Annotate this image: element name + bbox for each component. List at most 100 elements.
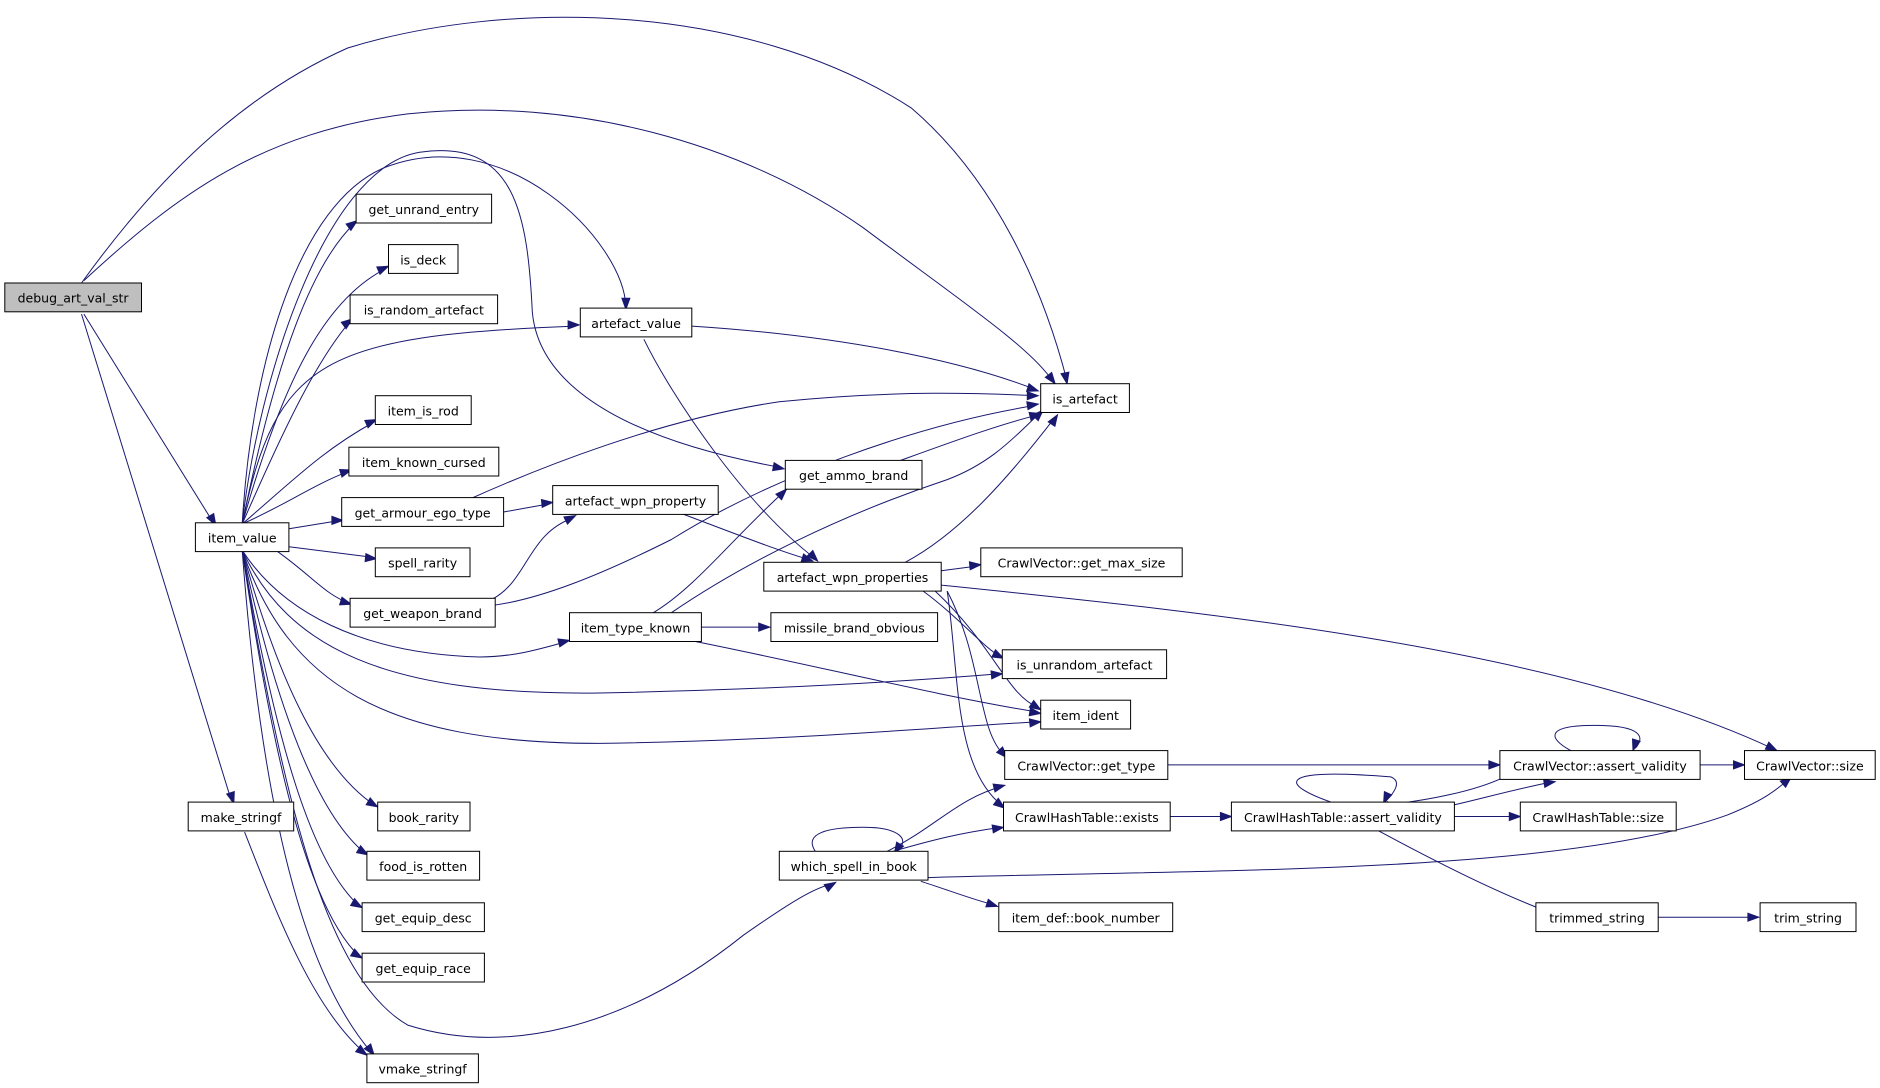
arrowhead-icon [205, 512, 217, 527]
node-cv-size[interactable]: CrawlVector::size [1744, 750, 1876, 780]
node-get-weapon-brand[interactable]: get_weapon_brand [349, 597, 496, 628]
node-get-equip-race[interactable]: get_equip_race [361, 952, 485, 983]
node-get-unrand-entry[interactable]: get_unrand_entry [355, 193, 493, 224]
node-get-equip-desc[interactable]: get_equip_desc [361, 902, 485, 933]
arrowhead-icon [1219, 811, 1233, 822]
node-box [366, 1053, 479, 1084]
arrowhead-icon [1733, 760, 1746, 770]
arrowhead-icon [349, 897, 364, 909]
arrowhead-icon [345, 219, 359, 232]
call-edge [1378, 830, 1551, 913]
node-which-spell-in-book[interactable]: which_spell_in_book [778, 850, 929, 881]
call-edge-line [691, 325, 1037, 391]
node-cht-assert-validity[interactable]: CrawlHashTable::assert_validity [1230, 801, 1455, 832]
node-cv-get-max-size[interactable]: CrawlVector::get_max_size [980, 547, 1183, 578]
arrowhead-icon [991, 824, 1005, 834]
node-is-unrandom-artefact[interactable]: is_unrandom_artefact [1001, 649, 1168, 680]
node-cv-get-type[interactable]: CrawlVector::get_type [1004, 750, 1169, 780]
node-item-type-known[interactable]: item_type_known [569, 612, 702, 643]
arrowhead-icon [1488, 760, 1502, 770]
node-get-ammo-brand[interactable]: get_ammo_brand [784, 459, 923, 490]
node-label: missile_brand_obvious [784, 621, 925, 636]
arrowhead-icon [364, 552, 378, 563]
arrowhead-icon [365, 797, 379, 808]
node-label: get_equip_race [376, 961, 472, 976]
node-make-stringf[interactable]: make_stringf [187, 801, 295, 832]
node-debug-art-val-str[interactable]: debug_art_val_str [4, 282, 142, 313]
arrowhead-icon [1047, 413, 1059, 428]
node-book-rarity[interactable]: book_rarity [377, 801, 471, 832]
call-edge [241, 265, 390, 525]
arrowhead-icon [354, 1044, 369, 1056]
arrowhead-icon [376, 265, 390, 276]
node-artefact-wpn-properties[interactable]: artefact_wpn_properties [763, 561, 942, 592]
call-edge-line [275, 549, 350, 604]
call-edge-line [695, 641, 1039, 713]
call-edge-line [491, 517, 574, 600]
call-edge-line [241, 320, 351, 525]
arrowhead-icon [563, 514, 577, 525]
node-label: artefact_wpn_properties [777, 570, 929, 585]
call-edge-line [83, 109, 1054, 382]
call-edge [467, 390, 1040, 501]
node-item-ident[interactable]: item_ident [1040, 699, 1132, 730]
call-edge-line [241, 421, 375, 525]
node-item-def-book-number[interactable]: item_def::book_number [998, 902, 1174, 933]
node-cht-size[interactable]: CrawlHashTable::size [1519, 801, 1677, 832]
node-item-known-cursed[interactable]: item_known_cursed [348, 446, 500, 477]
call-edge-line [491, 404, 1036, 606]
call-edge [241, 550, 837, 1038]
call-edge [1554, 724, 1641, 753]
node-box [579, 307, 693, 338]
arrowhead-icon [758, 622, 772, 632]
node-box [361, 952, 485, 983]
arrowhead-icon [567, 320, 581, 330]
arrowhead-icon [1026, 390, 1040, 401]
node-trim-string[interactable]: trim_string [1759, 902, 1857, 933]
call-edge [691, 325, 1040, 392]
node-is-deck[interactable]: is_deck [388, 244, 459, 274]
node-label: CrawlHashTable::exists [1015, 810, 1159, 825]
call-edge [1167, 760, 1502, 770]
call-edge [241, 468, 353, 525]
node-spell-rarity[interactable]: spell_rarity [374, 547, 471, 578]
node-box [1535, 902, 1659, 933]
node-get-armour-ego-type[interactable]: get_armour_ego_type [341, 497, 505, 527]
arrowhead-icon [800, 553, 815, 563]
arrowhead-icon [990, 670, 1004, 680]
node-food-is-rotten[interactable]: food_is_rotten [366, 850, 481, 881]
node-label: spell_rarity [388, 556, 458, 571]
node-is-random-artefact[interactable]: is_random_artefact [349, 294, 499, 325]
node-item-is-rod[interactable]: item_is_rod [374, 395, 472, 426]
node-trimmed-string[interactable]: trimmed_string [1535, 902, 1659, 933]
arrowhead-icon [1028, 411, 1043, 422]
call-edge [241, 550, 1004, 694]
call-edge [241, 550, 1043, 744]
call-edge-line [241, 550, 834, 1038]
call-edge [241, 550, 571, 658]
node-missile-brand-obvious[interactable]: missile_brand_obvious [770, 612, 939, 643]
node-item-value[interactable]: item_value [194, 522, 290, 553]
node-vmake-stringf[interactable]: vmake_stringf [366, 1053, 479, 1084]
node-cv-assert-validity[interactable]: CrawlVector::assert_validity [1499, 750, 1701, 780]
arrowhead-icon [1764, 741, 1779, 752]
call-edge-line [241, 325, 576, 525]
arrowhead-icon [338, 468, 353, 478]
arrowhead-icon [364, 418, 378, 429]
call-edge-line [920, 880, 996, 906]
node-is-artefact[interactable]: is_artefact [1040, 383, 1130, 414]
node-box [1003, 801, 1171, 832]
node-artefact-wpn-property[interactable]: artefact_wpn_property [552, 485, 719, 515]
node-box [377, 801, 471, 832]
arrowhead-icon [1028, 718, 1043, 728]
node-artefact-value[interactable]: artefact_value [579, 307, 693, 338]
call-edge [920, 880, 1000, 908]
call-edge [241, 550, 379, 808]
node-cht-exists[interactable]: CrawlHashTable::exists [1003, 801, 1171, 832]
arrowhead-icon [540, 498, 555, 509]
call-edge-line [893, 826, 1002, 852]
node-box [552, 485, 719, 515]
arrowhead-icon [621, 297, 631, 311]
call-edge [503, 498, 555, 513]
node-box [1040, 699, 1132, 730]
